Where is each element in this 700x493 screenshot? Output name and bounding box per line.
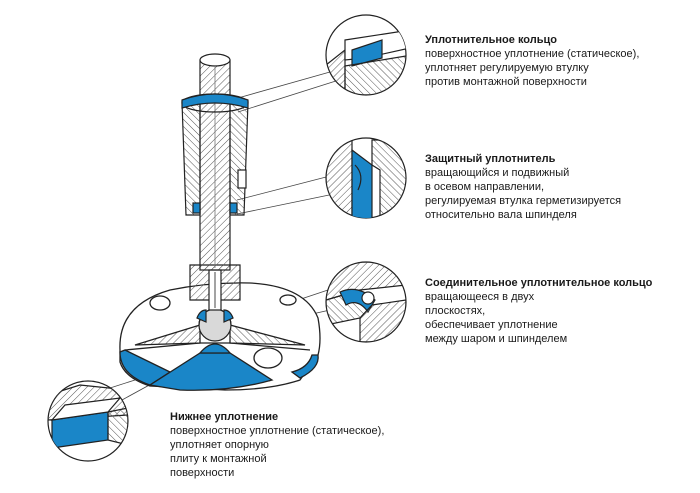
detail-joint-seal (325, 261, 407, 343)
callout-joint-title: Соединительное уплотнительное кольцо (425, 277, 653, 289)
callout-guard-line-3: регулируемая втулка герметизируется (425, 195, 622, 207)
adjustable-sleeve (181, 93, 249, 216)
spindle-shaft (199, 53, 231, 271)
callout-joint-line-1: вращающееся в двух (425, 291, 535, 303)
callout-oring-line-3: против монтажной поверхности (425, 76, 587, 88)
callout-bottom-title: Нижнее уплотнение (170, 411, 279, 423)
callout-guard-line-1: вращающийся и подвижный (425, 167, 570, 179)
callout-bottom-line-2: уплотняет опорную (170, 439, 269, 451)
callout-bottom-seal: Нижнее уплотнение поверхностное уплотнен… (170, 410, 384, 480)
callout-bottom-line-3: плиту к монтажной (170, 453, 267, 465)
callout-oring-line-2: уплотняет регулируемую втулку (425, 62, 589, 74)
callout-guard-seal: Защитный уплотнитель вращающийся и подви… (425, 152, 621, 222)
callout-bottom-line-1: поверхностное уплотнение (статическое), (170, 425, 385, 437)
detail-oring (325, 14, 407, 96)
callout-bottom-line-4: поверхности (170, 467, 235, 479)
callout-joint-line-3: обеспечивает уплотнение (425, 319, 558, 331)
callout-guard-line-4: относительно вала шпинделя (425, 209, 577, 221)
ball-joint (196, 308, 234, 342)
callout-joint-line-2: плоскостях, (425, 305, 486, 317)
callout-oring-line-1: поверхностное уплотнение (статическое), (425, 48, 640, 60)
callout-joint-line-4: между шаром и шпинделем (425, 333, 568, 345)
callout-oring-title: Уплотнительное кольцо (425, 34, 557, 46)
base-plate (119, 282, 321, 391)
callout-oring: Уплотнительное кольцо поверхностное упло… (425, 33, 639, 89)
callout-guard-title: Защитный уплотнитель (425, 153, 556, 165)
callout-guard-line-2: в осевом направлении, (425, 181, 545, 193)
detail-bottom-seal (47, 380, 129, 462)
detail-guard-seal (325, 137, 407, 219)
callout-joint-seal: Соединительное уплотнительное кольцо вра… (425, 276, 652, 346)
